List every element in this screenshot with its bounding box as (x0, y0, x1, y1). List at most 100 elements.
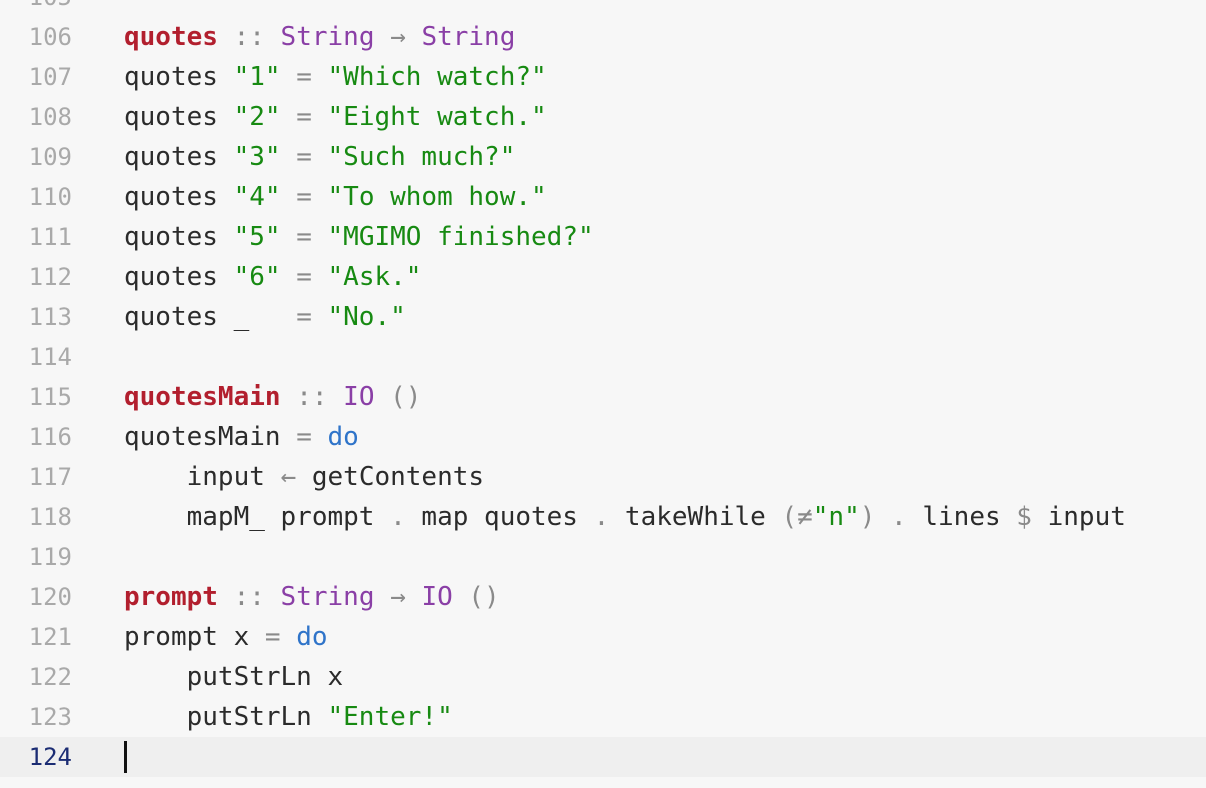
code-token: quotesMain (124, 382, 281, 412)
line-number: 124 (28, 743, 72, 771)
code-token: "1" (233, 62, 281, 92)
code-token: () (452, 582, 500, 612)
line-number: 118 (28, 503, 72, 531)
code-token: → (374, 22, 422, 52)
line-number: 121 (28, 623, 72, 651)
code-line[interactable]: 122 putStrLn x (0, 657, 1206, 697)
code-token: input (1047, 502, 1126, 532)
line-source: mapM_ prompt . map quotes . takeWhile (≠… (124, 497, 1126, 537)
current-line[interactable]: 124 (0, 737, 1206, 777)
code-token: "MGIMO finished?" (327, 222, 594, 252)
code-line[interactable]: 105 (0, 0, 1206, 17)
code-line[interactable]: 119 (0, 537, 1206, 577)
code-line[interactable]: 107 quotes "1" = "Which watch?" (0, 57, 1206, 97)
line-source: quotes "1" = "Which watch?" (124, 57, 547, 97)
code-line[interactable]: 108 quotes "2" = "Eight watch." (0, 97, 1206, 137)
line-number: 115 (28, 383, 72, 411)
line-number: 110 (28, 183, 72, 211)
code-token: quotes (124, 22, 218, 52)
code-token: = (280, 62, 328, 92)
line-number: 108 (28, 103, 72, 131)
code-token: quotes (124, 142, 234, 172)
line-source: quotesMain = do (124, 417, 359, 457)
line-number: 122 (28, 663, 72, 691)
line-number: 112 (28, 263, 72, 291)
code-line[interactable]: 115 quotesMain :: IO () (0, 377, 1206, 417)
code-token: $ (1016, 502, 1048, 532)
code-token: quotes (124, 182, 234, 212)
code-line[interactable]: 109 quotes "3" = "Such much?" (0, 137, 1206, 177)
code-token: = (280, 222, 328, 252)
code-line[interactable]: 106 quotes :: String → String (0, 17, 1206, 57)
line-source: putStrLn x (124, 657, 344, 697)
code-token: putStrLn (124, 702, 328, 732)
line-source: quotesMain :: IO () (124, 377, 421, 417)
line-source: quotes "3" = "Such much?" (124, 137, 515, 177)
code-token: mapM_ prompt (124, 502, 391, 532)
code-line[interactable]: 123 putStrLn "Enter!" (0, 697, 1206, 737)
code-token: "4" (233, 182, 281, 212)
code-token: quotes (124, 262, 234, 292)
line-number: 105 (0, 0, 72, 17)
code-token: ) . (859, 502, 923, 532)
code-token: = (280, 102, 328, 132)
code-token: . (593, 502, 625, 532)
code-line[interactable]: 116 quotesMain = do (0, 417, 1206, 457)
code-line[interactable]: 111 quotes "5" = "MGIMO finished?" (0, 217, 1206, 257)
code-line[interactable]: 114 (0, 337, 1206, 377)
code-token: input (124, 462, 281, 492)
line-number: 117 (28, 463, 72, 491)
line-number: 109 (28, 143, 72, 171)
code-token: "5" (233, 222, 281, 252)
line-source: input ← getContents (124, 457, 484, 497)
code-token: "Which watch?" (327, 62, 547, 92)
line-source: quotes "2" = "Eight watch." (124, 97, 547, 137)
code-token: quotes _ (124, 302, 297, 332)
code-token: "Ask." (327, 262, 422, 292)
code-token: map quotes (421, 502, 594, 532)
line-number: 119 (28, 543, 72, 571)
code-token: putStrLn x (124, 662, 344, 692)
code-token: String (421, 22, 516, 52)
code-token: :: (217, 22, 281, 52)
line-source: quotes :: String → String (124, 17, 515, 57)
code-token: "2" (233, 102, 281, 132)
code-line[interactable]: 118 mapM_ prompt . map quotes . takeWhil… (0, 497, 1206, 537)
line-number: 123 (28, 703, 72, 731)
code-token: "Enter!" (327, 702, 453, 732)
code-token: do (296, 622, 328, 652)
code-token: "3" (233, 142, 281, 172)
code-line[interactable]: 117 input ← getContents (0, 457, 1206, 497)
line-number: 113 (28, 303, 72, 331)
code-line[interactable]: 110 quotes "4" = "To whom how." (0, 177, 1206, 217)
line-number: 106 (28, 23, 72, 51)
line-source: quotes "6" = "Ask." (124, 257, 421, 297)
code-token: String (280, 582, 375, 612)
code-token: = (264, 622, 297, 652)
code-token: = (280, 182, 328, 212)
line-number: 114 (28, 343, 72, 371)
code-token: String (280, 22, 375, 52)
code-token: lines (922, 502, 1017, 532)
line-source: putStrLn "Enter!" (124, 697, 453, 737)
line-number: 111 (28, 223, 72, 251)
line-number: 107 (28, 63, 72, 91)
code-token: . (390, 502, 422, 532)
code-token: prompt (124, 582, 218, 612)
code-token: "To whom how." (327, 182, 547, 212)
code-token: :: (217, 582, 281, 612)
line-number: 116 (28, 423, 72, 451)
line-source: quotes "5" = "MGIMO finished?" (124, 217, 594, 257)
code-token: quotes (124, 102, 234, 132)
code-token: getContents (311, 462, 485, 492)
code-token: "Such much?" (327, 142, 516, 172)
code-token: :: (280, 382, 344, 412)
code-token: "No." (327, 302, 406, 332)
code-line[interactable]: 112 quotes "6" = "Ask." (0, 257, 1206, 297)
code-token: IO (421, 582, 453, 612)
